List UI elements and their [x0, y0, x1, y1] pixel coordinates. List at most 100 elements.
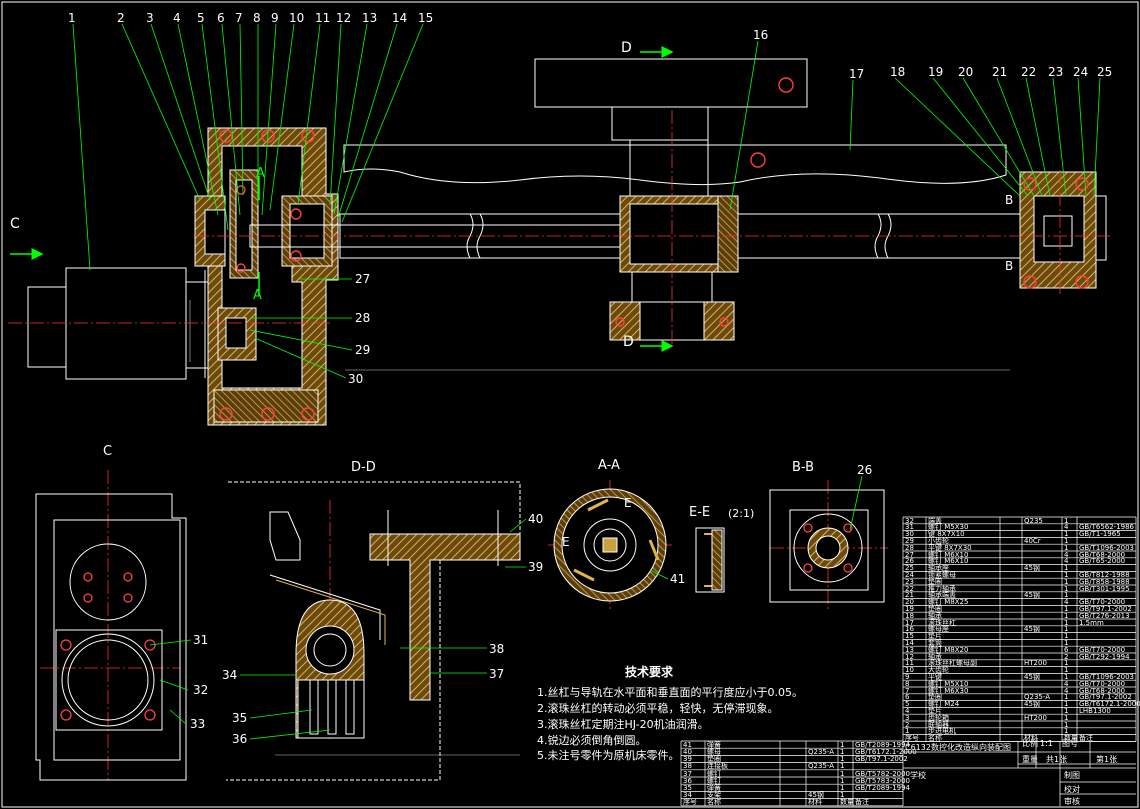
bom-cell: GB/T1096-2003 [1079, 543, 1135, 552]
view-dd [226, 481, 521, 781]
bom-cell: 41 [683, 740, 692, 749]
bom-cell: 垫圈 [928, 693, 942, 702]
title-block-title: C6132数控化改造纵向装配图 [905, 743, 1011, 752]
section-e2-label: E [562, 535, 570, 549]
bom-cell: 5 [905, 700, 910, 709]
part-number: 11 [315, 11, 331, 25]
bom-header-cell: 名称 [928, 734, 942, 743]
leader-line [249, 709, 313, 719]
bom-cell: 1 [1064, 706, 1069, 715]
bom-cell: 28 [905, 543, 914, 552]
bom-cell: 1 [1064, 625, 1069, 634]
leader-line [269, 23, 295, 211]
view-aa [553, 488, 667, 602]
leader-line [249, 329, 353, 351]
bom-cell: Q235-A [808, 762, 835, 771]
bom-cell: 弹簧 [707, 740, 721, 749]
bom-cell: 螺钉 [707, 776, 721, 785]
bom-cell: LHB1300 [1079, 706, 1111, 715]
bom-cell: 1 [1064, 584, 1069, 593]
bom-cell: 1 [1064, 727, 1069, 736]
bom-cell: 45钢 [1024, 700, 1040, 709]
bom-cell: GB/T858-1988 [1079, 577, 1130, 586]
bom-cell: 1 [1064, 693, 1069, 702]
bom-cell: 垫片 [928, 632, 942, 641]
bom-cell: 12 [905, 652, 914, 661]
part-number: 30 [348, 372, 364, 386]
bom-cell: 38 [683, 762, 692, 771]
part-number: 23 [1048, 65, 1064, 79]
leader-line [121, 23, 201, 201]
leader-line [649, 569, 669, 580]
bracket [369, 533, 521, 701]
view-ee-scale: (2:1) [728, 507, 755, 520]
bom-cell: 8 [905, 679, 910, 688]
bom-cell: 联轴器 [928, 720, 949, 729]
bom-cell: 40 [683, 747, 692, 756]
section-a-top-label: A [256, 166, 265, 181]
leader-line [849, 79, 854, 151]
bom-cell: 32 [905, 516, 914, 525]
leader-line [962, 77, 1035, 197]
drawing-no-label: 图号 [1062, 739, 1078, 748]
part-number: 20 [958, 65, 974, 79]
bom-cell: 垫片 [928, 706, 942, 715]
leaders [72, 23, 1101, 740]
bom-cell: GB/T70-2000 [1079, 645, 1126, 654]
bom-cell: 大齿轮 [928, 666, 949, 675]
bom-cell: 1 [1064, 700, 1069, 709]
bom-cell: 31 [905, 523, 914, 532]
bom-cell: 端盖 [928, 516, 942, 525]
part-number: 14 [392, 11, 408, 25]
bom-cell: 29 [905, 536, 914, 545]
bom-cell: 22 [905, 584, 914, 593]
part-number: 5 [197, 11, 205, 25]
leader-line [254, 337, 347, 379]
part-number: 6 [217, 11, 225, 25]
leader-line [996, 77, 1043, 197]
bom-cell: 1 [1064, 530, 1069, 539]
bom-cell: 30 [905, 530, 914, 539]
bom-cell: 小齿轮 [928, 536, 949, 545]
bom-header-cell: 材料 [1024, 734, 1038, 743]
bom-cell: 2 [905, 720, 910, 729]
bom-cell: 弹簧 [707, 783, 721, 792]
bom-cell: 14 [905, 638, 914, 647]
part-number: 38 [489, 642, 505, 656]
bom-cell: 1 [840, 762, 845, 771]
leader-line [341, 23, 424, 223]
bom-cell: HT200 [1024, 659, 1047, 668]
bom-cell: 步进电机 [928, 727, 956, 736]
bom-cell: 25 [905, 564, 914, 573]
bom-cell: 平键 [928, 672, 942, 681]
tech-note: 4.锐边必须倒角倒圆。 [537, 734, 647, 747]
bom-cell: 45钢 [1024, 591, 1040, 600]
bom-cell: 1 [840, 755, 845, 764]
part-number: 1 [68, 11, 76, 25]
part-number: 3 [146, 11, 154, 25]
bom-cell: 6 [1064, 645, 1069, 654]
part-number: 16 [753, 28, 769, 42]
bom-cell: 9 [905, 672, 910, 681]
leader-line [333, 23, 368, 215]
bom-header-cell: 序号 [905, 734, 919, 743]
bom-cell: 1 [1064, 713, 1069, 722]
part-number: 12 [336, 11, 352, 25]
bom-cell: 1 [1064, 604, 1069, 613]
part-number: 35 [232, 711, 248, 725]
view-aa-title: A-A [598, 458, 620, 473]
bom-cell: 轴承 [928, 611, 942, 620]
bom-cell: 45钢 [1024, 564, 1040, 573]
leader-line [239, 23, 244, 196]
part-number: 28 [355, 311, 371, 325]
section-e1-label: E [624, 496, 632, 510]
view-ee [695, 527, 725, 593]
bom-cell: 垫圈 [707, 755, 721, 764]
bom-cell: 24 [905, 570, 914, 579]
bom-cell: 轴承座 [928, 564, 949, 573]
bom-header-cell: 材料 [808, 798, 822, 807]
leader-line [261, 23, 277, 216]
view-bb-title: B-B [792, 460, 815, 475]
section-a-bottom-label: A [253, 288, 262, 303]
